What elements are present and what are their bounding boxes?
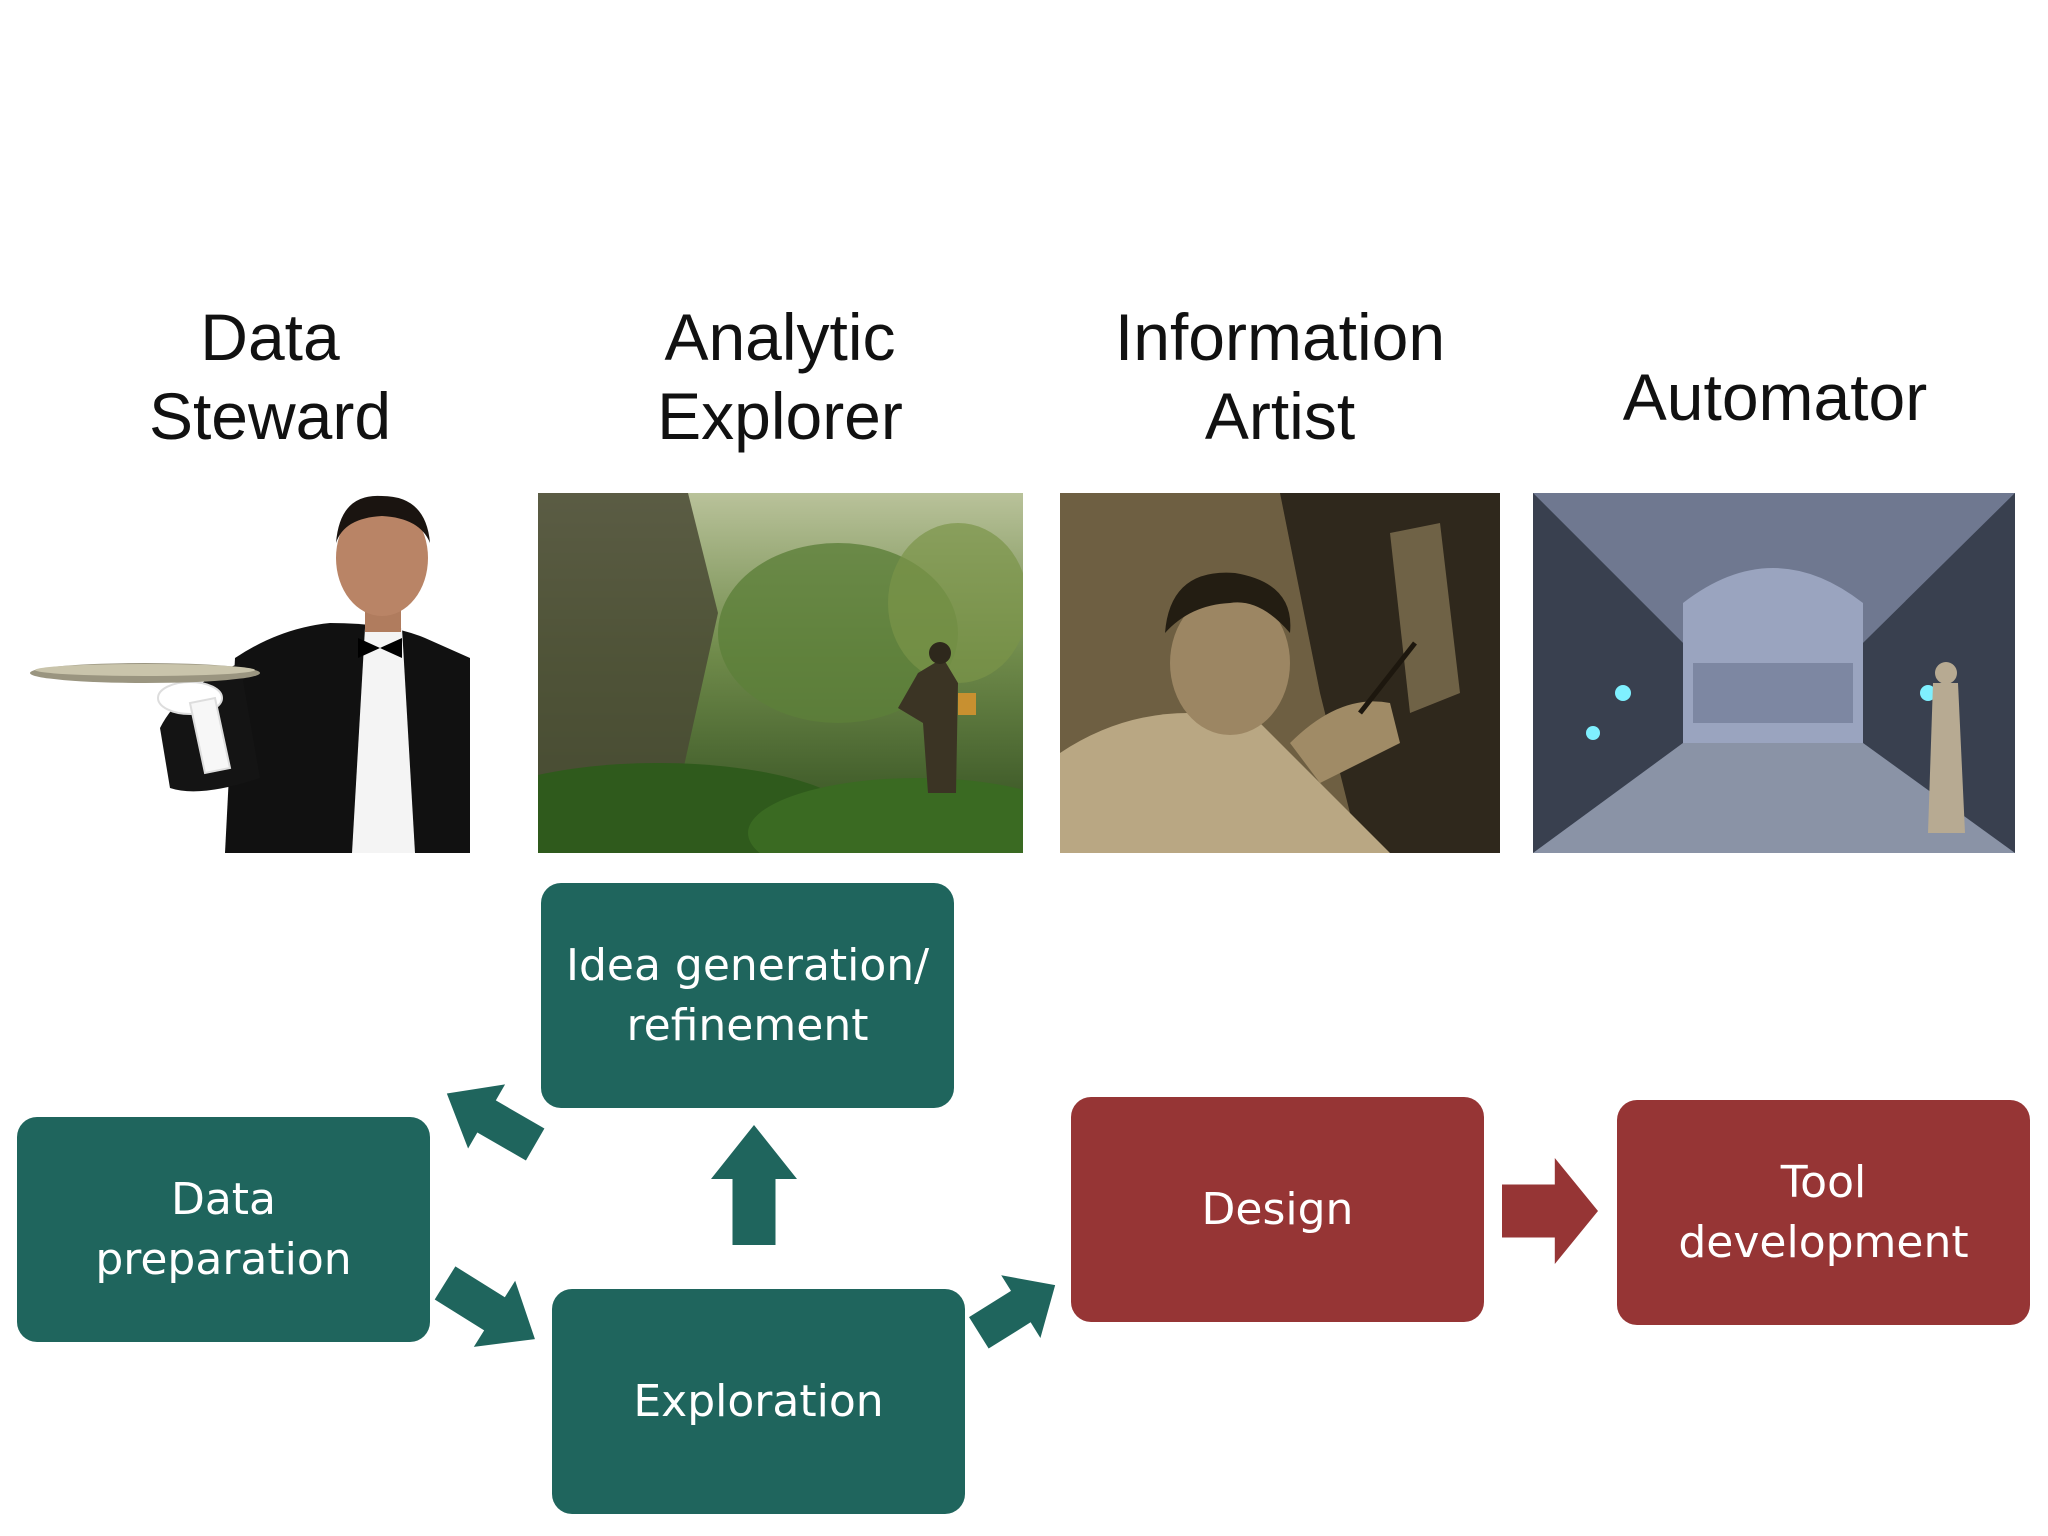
waiter-photo	[30, 488, 470, 853]
step-exploration: Exploration	[552, 1289, 965, 1514]
role-title-data-steward: Data Steward	[148, 300, 392, 453]
step-exploration-label: Exploration	[633, 1375, 884, 1427]
step-data-preparation-label: Data preparation	[95, 1173, 352, 1285]
arrow-icon	[428, 1061, 553, 1176]
arrow-icon	[711, 1125, 797, 1245]
step-design-label: Design	[1201, 1183, 1354, 1235]
factory-photo	[1533, 493, 2015, 853]
step-idea-generation: Idea generation/ refinement	[541, 883, 954, 1108]
arrow-icon	[1502, 1158, 1598, 1264]
painter-photo	[1060, 493, 1500, 853]
jungle-explorer-photo	[538, 493, 1023, 853]
role-title-information-artist: Information Artist	[1114, 300, 1446, 453]
arrow-icon	[959, 1254, 1075, 1364]
arrow-icon	[424, 1250, 555, 1372]
step-data-preparation: Data preparation	[17, 1117, 430, 1342]
step-tool-development-label: Tool development	[1678, 1156, 1969, 1268]
role-title-automator: Automator	[1622, 360, 1928, 434]
role-title-analytic-explorer: Analytic Explorer	[657, 300, 903, 453]
step-idea-generation-label: Idea generation/ refinement	[565, 939, 930, 1051]
step-tool-development: Tool development	[1617, 1100, 2030, 1325]
step-design: Design	[1071, 1097, 1484, 1322]
